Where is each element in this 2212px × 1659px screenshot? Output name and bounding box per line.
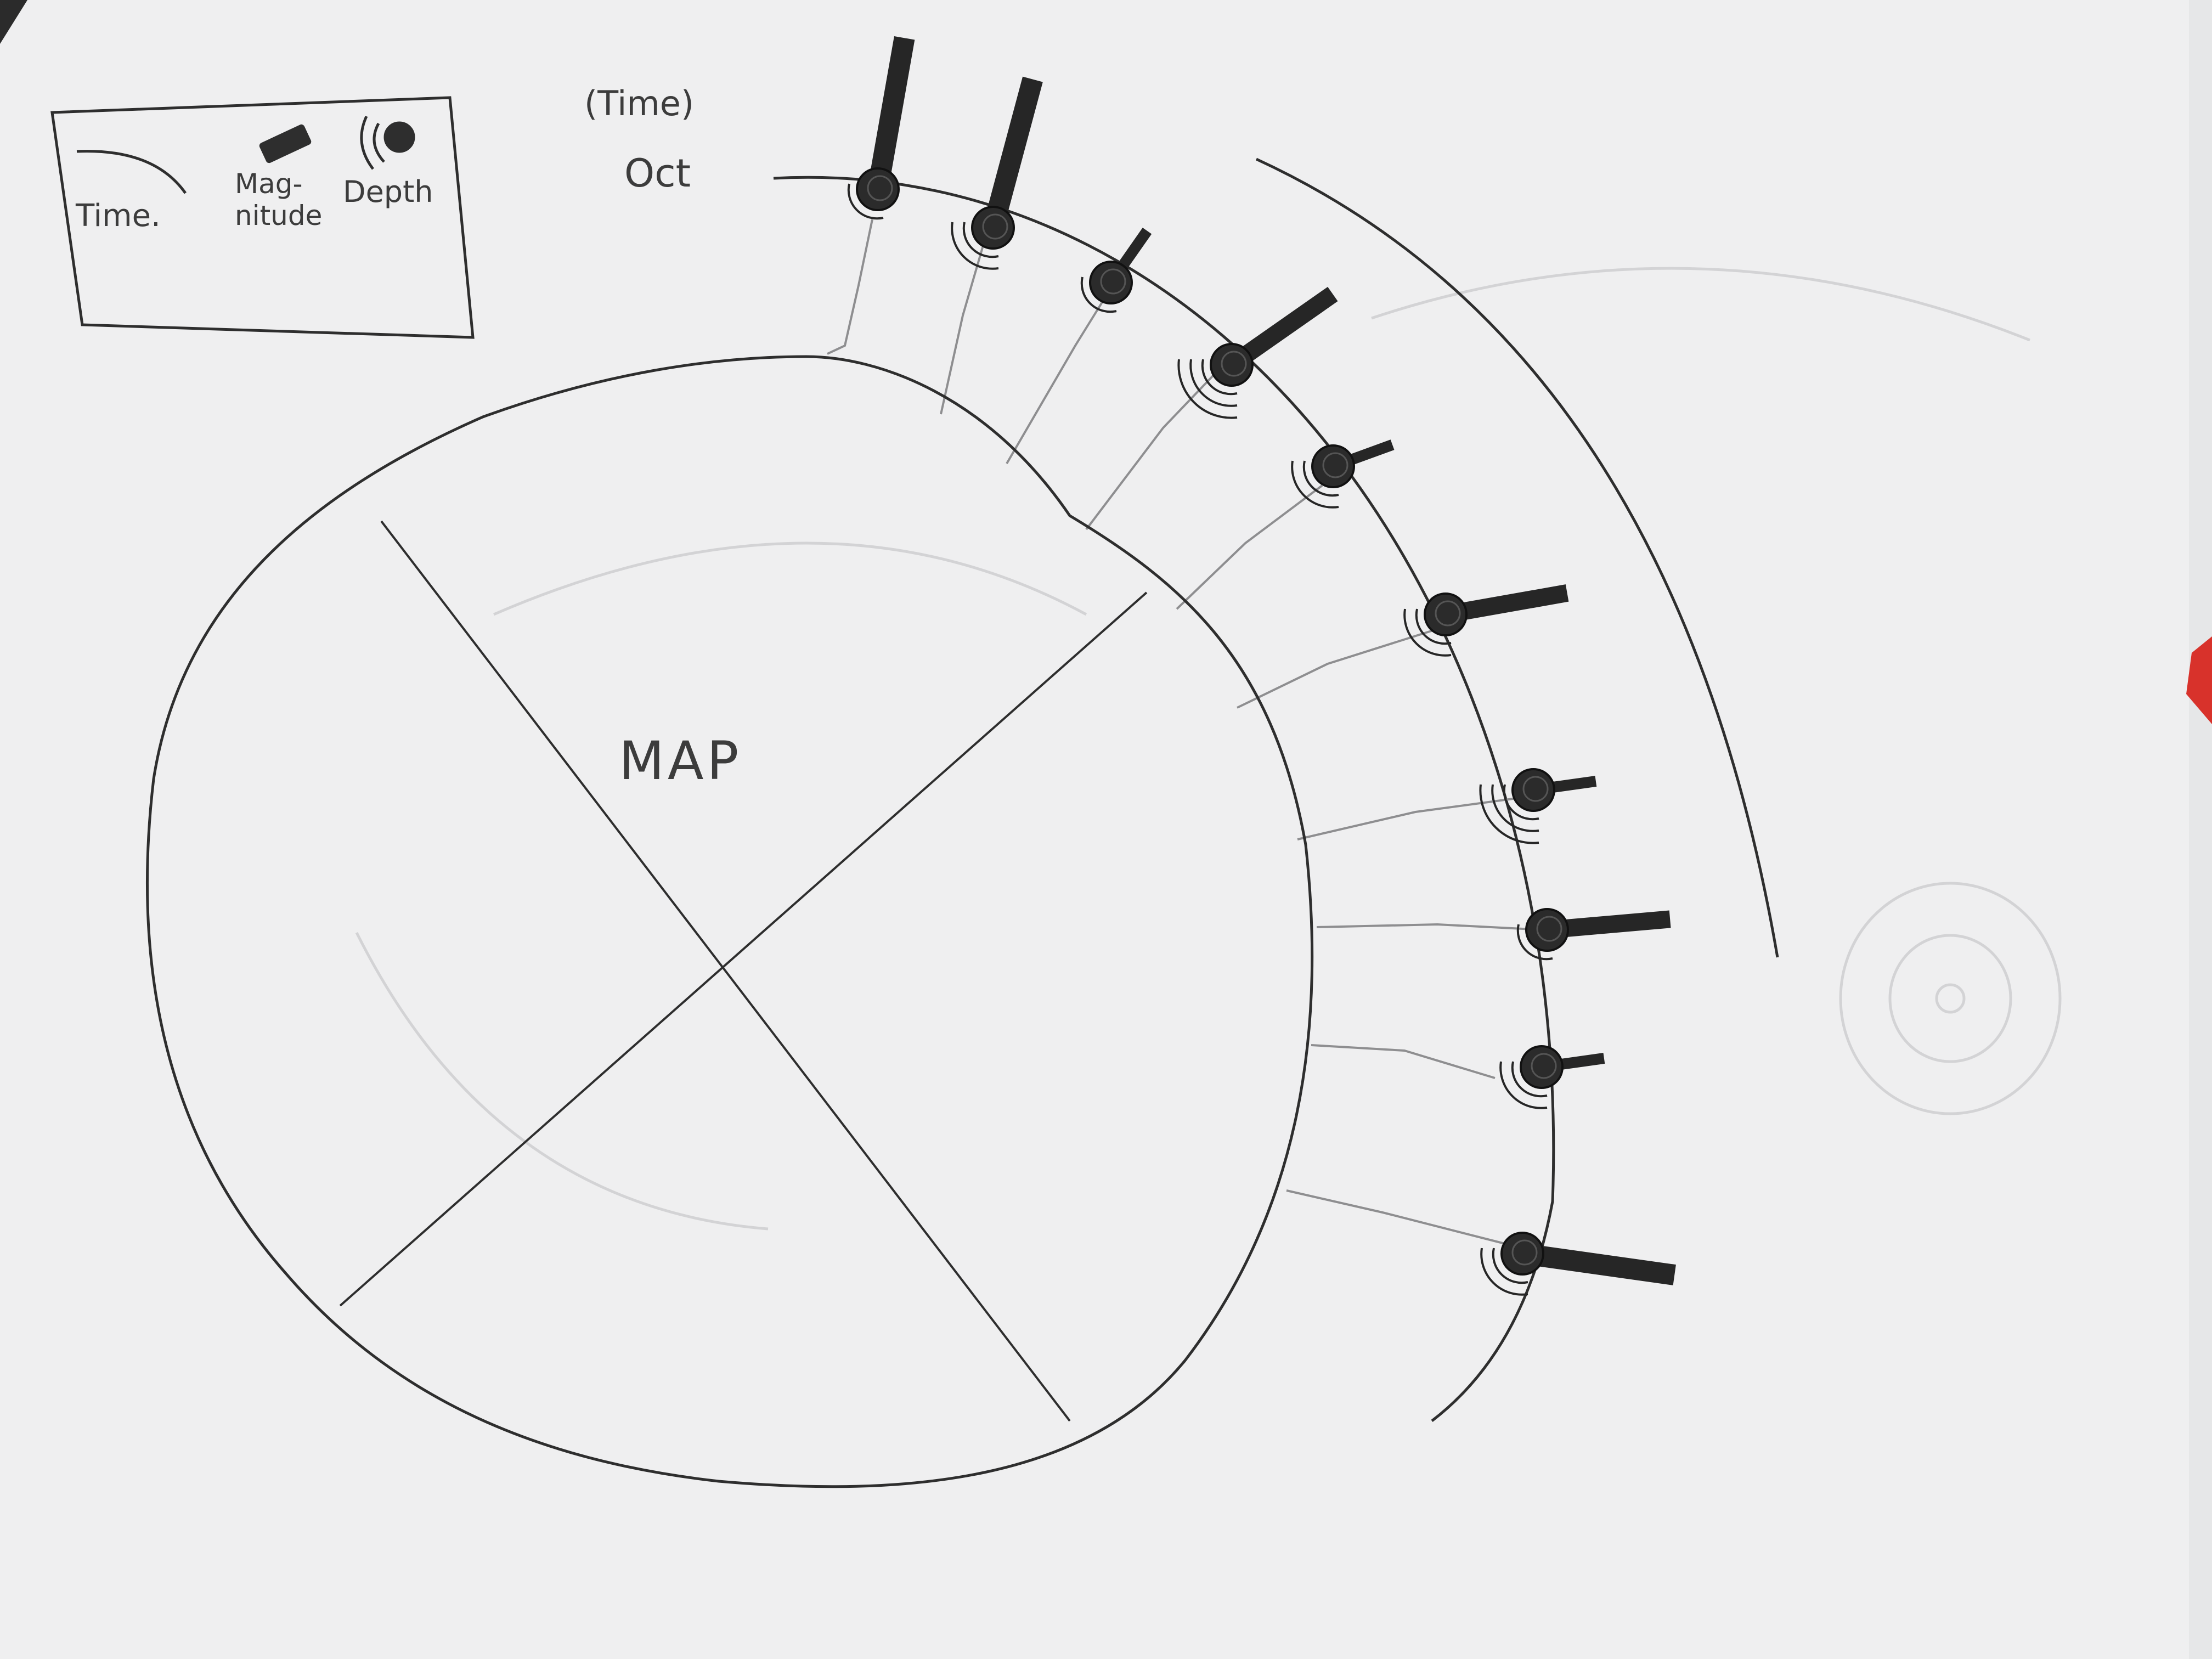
depth-ring [1480, 1248, 1528, 1296]
legend-depth-label: Depth [343, 174, 433, 209]
time-axis-label: (Time) [584, 83, 694, 123]
depth-ring [1403, 608, 1452, 657]
depth-ring [1503, 784, 1539, 821]
timeline-start-label: Oct [624, 151, 691, 196]
timeline-event [1499, 1045, 1605, 1109]
depth-ring [951, 222, 999, 270]
depth-ring [1201, 359, 1238, 396]
map-label: MAP [619, 730, 742, 792]
timeline-event [1080, 228, 1152, 313]
timeline-event [1291, 439, 1395, 509]
event-dot-scribble [1435, 600, 1461, 627]
timeline-event [1480, 1232, 1676, 1296]
outer-time-arc [1255, 157, 1779, 958]
legend-border [50, 96, 475, 339]
depth-ring [962, 222, 999, 258]
map-divider-a [380, 520, 1071, 1422]
event-dot-scribble [1522, 776, 1549, 802]
depth-rings-icon [360, 115, 415, 170]
event-dot-scribble [1511, 1239, 1538, 1266]
event-dot-scribble [1221, 351, 1247, 377]
map-divider-b [339, 591, 1148, 1307]
event-dot-scribble [982, 213, 1008, 240]
depth-ring [1189, 359, 1238, 407]
timeline-event [1516, 908, 1671, 961]
legend-box: Time. Mag- nitude Depth [50, 96, 475, 339]
depth-ring [1415, 608, 1452, 645]
map-outline [145, 355, 1314, 1488]
depth-ring [1302, 460, 1339, 497]
show-through-marks [355, 267, 2062, 1231]
magnitude-bar [983, 76, 1043, 230]
depth-ring [1511, 1061, 1548, 1098]
magnitude-bar [867, 36, 915, 191]
red-tab-marker [2186, 636, 2212, 724]
depth-ring [1499, 1061, 1548, 1109]
event-dot-scribble [1531, 1053, 1557, 1079]
depth-ring [1177, 359, 1238, 419]
timeline-event [1177, 286, 1338, 419]
event-dot-scribble [867, 175, 893, 201]
magnitude-bar [1521, 1243, 1676, 1285]
timeline-events [847, 36, 1676, 1296]
legend-magnitude-label-2: nitude [235, 200, 322, 232]
legend-magnitude-label-1: Mag- [235, 168, 303, 200]
depth-ring [1492, 1248, 1528, 1284]
depth-ring [847, 183, 884, 220]
event-dot-scribble [1322, 452, 1348, 478]
timeline-event [847, 36, 915, 220]
depth-ring [1516, 924, 1553, 961]
depth-ring [1491, 784, 1539, 832]
timeline-event [1403, 584, 1569, 657]
timeline-event [1479, 768, 1597, 844]
map-region: MAP [145, 355, 1314, 1488]
legend-time-label: Time. [75, 198, 161, 234]
event-dot-scribble [1100, 268, 1126, 295]
depth-ring [1291, 460, 1339, 509]
time-arc-icon [76, 150, 187, 194]
depth-ring [1080, 276, 1117, 313]
event-track-arc [773, 176, 1555, 1422]
event-dot-scribble [1536, 916, 1562, 942]
depth-ring [1479, 784, 1539, 844]
paper-corner-shadow [0, 0, 27, 44]
timeline-event [951, 76, 1043, 270]
event-connectors [827, 219, 1545, 1246]
paper-right-edge [2189, 0, 2212, 1659]
magnitude-bar-icon [259, 124, 312, 163]
